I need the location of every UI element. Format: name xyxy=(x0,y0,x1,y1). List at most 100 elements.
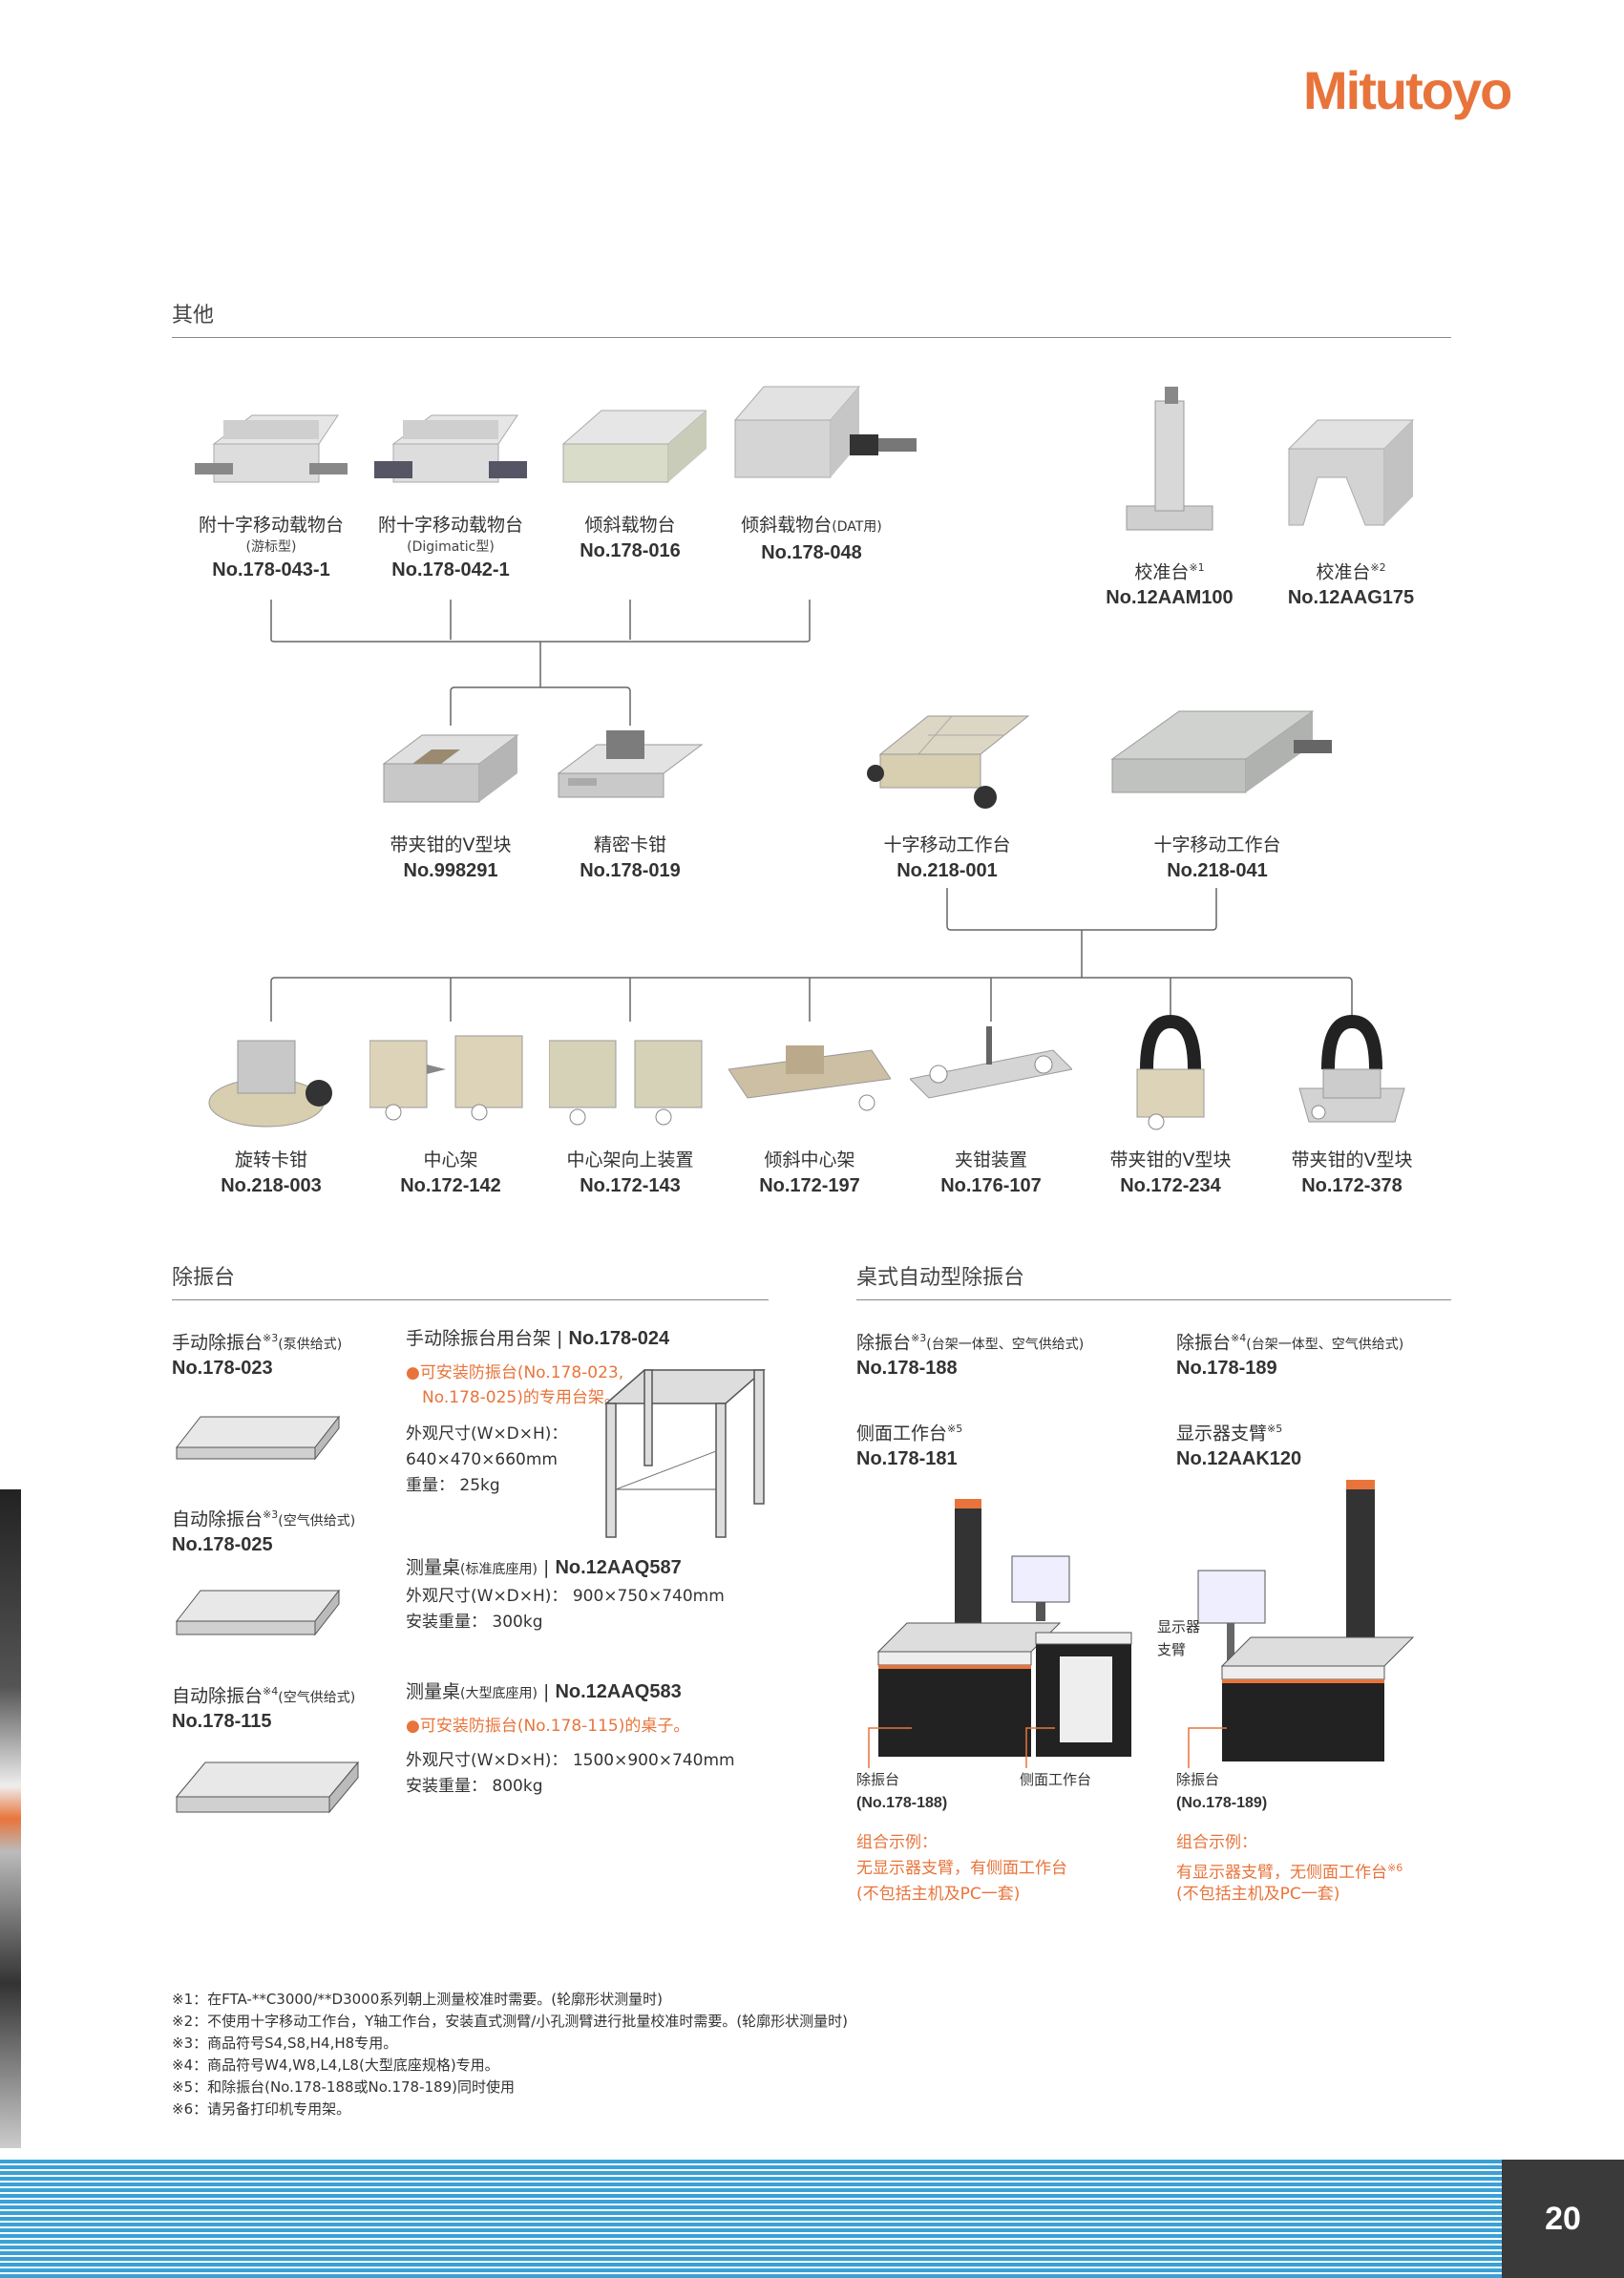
stand-frame-icon xyxy=(604,1369,766,1538)
stand-note-1: ●可安装防振台(No.178-023, xyxy=(406,1363,624,1382)
product-v-block-clamp-234: 带夹钳的V型块 No.172-234 xyxy=(1085,1012,1256,1199)
tilt-stage-dat-icon xyxy=(733,386,917,478)
product-name: 倾斜载物台 xyxy=(584,515,676,536)
callout-lines-right xyxy=(1188,1727,1227,1768)
label-note: (大型底座用) xyxy=(460,1686,538,1701)
footnote-mark: ※5 xyxy=(947,1423,963,1435)
product-sub-inline: (DAT用) xyxy=(832,519,882,535)
product-xy-stage-digimatic: 附十字移动载物台 (Digimatic型) No.178-042-1 xyxy=(365,377,537,583)
xy-table-icon xyxy=(867,715,1030,809)
right-example-2: 有显示器支臂，无侧面工作台※6 xyxy=(1176,1857,1403,1885)
left-example-3: (不包括主机及PC一套) xyxy=(856,1885,1021,1904)
product-no: No.12AAG175 xyxy=(1287,587,1415,609)
label-note: (标准底座用) xyxy=(460,1562,538,1577)
product-calibration-stand-1: 校准台※1 No.12AAM100 xyxy=(1088,382,1251,611)
product-name: 中心架 xyxy=(423,1150,478,1171)
footnote-mark: ※1 xyxy=(1189,561,1205,574)
damper-plate-icon xyxy=(175,1589,341,1636)
callout-damper-right: 除振台 xyxy=(1176,1771,1220,1788)
tilt-stage-icon xyxy=(561,410,708,483)
tilt-center-icon xyxy=(728,1045,892,1111)
footnote-mark: ※4 xyxy=(263,1685,279,1698)
product-no: No.998291 xyxy=(403,860,498,881)
label-text: 自动除振台 xyxy=(172,1685,264,1707)
right-example-3: (不包括主机及PC一套) xyxy=(1176,1885,1340,1904)
footnote-mark: ※3 xyxy=(263,1508,279,1521)
table-large-no: No.12AAQ583 xyxy=(555,1681,682,1702)
product-no: No.178-016 xyxy=(580,540,681,561)
section-rule-other xyxy=(172,337,1451,338)
section-title-other: 其他 xyxy=(172,304,215,327)
product-name: 校准台※2 xyxy=(1270,556,1432,584)
example-text: 有显示器支臂，无侧面工作台 xyxy=(1176,1863,1387,1883)
auto-damper-no-2: No.178-115 xyxy=(172,1711,272,1732)
product-sub: (Digimatic型) xyxy=(407,539,495,555)
product-tilt-center: 倾斜中心架 No.172-197 xyxy=(724,1022,896,1199)
side-decoration xyxy=(0,1489,21,2148)
product-name: 附十字移动载物台 xyxy=(377,515,523,536)
footnote-mark: ※3 xyxy=(263,1332,279,1344)
auto-damper-label-1: 自动除振台※3(空气供给式) xyxy=(172,1504,355,1532)
damper-189-label: 除振台※4(台架一体型、空气供给式) xyxy=(1176,1327,1403,1356)
footnote-mark: ※4 xyxy=(1231,1332,1247,1344)
section-rule-auto xyxy=(856,1299,1451,1300)
product-v-block-clamp-378: 带夹钳的V型块 No.172-378 xyxy=(1266,1012,1438,1199)
product-rotary-vise: 旋转卡钳 No.218-003 xyxy=(185,1022,357,1199)
callout-lines-left xyxy=(868,1727,1055,1768)
product-name: 旋转卡钳 xyxy=(234,1150,307,1171)
label-text: 手动除振台用台架 xyxy=(406,1328,552,1349)
callout-monitor-arm-1: 显示器 xyxy=(1157,1618,1201,1635)
label-text: 测量桌 xyxy=(406,1557,461,1578)
product-name-text: 校准台 xyxy=(1134,561,1190,583)
product-no: No.176-107 xyxy=(940,1175,1042,1196)
product-name: 带夹钳的V型块 xyxy=(1109,1150,1232,1171)
center-support-icon xyxy=(369,1035,523,1121)
product-xy-stage-vernier: 附十字移动载物台 (游标型) No.178-043-1 xyxy=(185,377,357,583)
stand-note-2: No.178-025)的专用台架。 xyxy=(422,1388,621,1407)
product-no: No.172-142 xyxy=(400,1175,501,1196)
damper-189-no: No.178-189 xyxy=(1176,1358,1277,1379)
footnote-mark: ※2 xyxy=(1370,561,1386,574)
precision-vise-icon xyxy=(557,730,704,798)
label-note: (泵供给式) xyxy=(278,1337,343,1353)
product-v-block-998291: 带夹钳的V型块 No.998291 xyxy=(365,716,537,884)
xy-stage-icon xyxy=(195,414,348,483)
stand-no: No.178-024 xyxy=(568,1328,670,1349)
product-tilt-stage: 倾斜载物台 No.178-016 xyxy=(544,377,716,564)
damper-plate-icon xyxy=(175,1415,341,1461)
product-no: No.178-019 xyxy=(580,860,681,881)
v-block-clamp-icon xyxy=(1136,1014,1205,1130)
product-no: No.12AAM100 xyxy=(1106,587,1234,609)
stand-weight: 重量： 25kg xyxy=(406,1476,500,1495)
v-block-icon xyxy=(382,734,519,803)
callout-side-table: 侧面工作台 xyxy=(1020,1771,1092,1788)
product-center-support: 中心架 No.172-142 xyxy=(365,1022,537,1199)
product-name-text: 校准台 xyxy=(1316,561,1371,583)
label-text: 自动除振台 xyxy=(172,1508,264,1530)
side-table-no: No.178-181 xyxy=(856,1448,958,1469)
label-note: (空气供给式) xyxy=(278,1690,356,1706)
page-number: 20 xyxy=(1502,2160,1624,2278)
product-no: No.218-041 xyxy=(1167,860,1268,881)
auto-damper-no-1: No.178-025 xyxy=(172,1534,273,1555)
left-example-2: 无显示器支臂，有侧面工作台 xyxy=(856,1859,1067,1878)
monitor-arm-no: No.12AAK120 xyxy=(1176,1448,1302,1469)
product-name: 中心架向上装置 xyxy=(566,1150,694,1171)
section-title-damper: 除振台 xyxy=(172,1266,236,1290)
side-table-label: 侧面工作台※5 xyxy=(856,1418,962,1445)
manual-damper-label: 手动除振台※3(泵供给式) xyxy=(172,1327,342,1356)
product-xy-table-218-041: 十字移动工作台 No.218-041 xyxy=(1098,702,1337,884)
product-name: 倾斜中心架 xyxy=(764,1150,855,1171)
manual-damper-no: No.178-023 xyxy=(172,1358,273,1379)
table-std-no: No.12AAQ587 xyxy=(555,1557,682,1578)
label-note: (台架一体型、空气供给式) xyxy=(926,1337,1085,1353)
table-large-label: 测量桌(大型底座用) | No.12AAQ583 xyxy=(406,1681,682,1702)
v-block-clamp-large-icon xyxy=(1298,1014,1405,1123)
monitor-arm-label: 显示器支臂※5 xyxy=(1176,1418,1282,1445)
stand-dim: 640×470×660mm xyxy=(406,1450,558,1469)
footnote-2: ※2：不使用十字移动工作台，Y轴工作台，安装直式测臂/小孔测臂进行批量校准时需要… xyxy=(172,2013,849,2030)
product-no: No.218-001 xyxy=(896,860,998,881)
damper-plate-large-icon xyxy=(175,1761,360,1814)
table-std-dim: 外观尺寸(W×D×H)： 900×750×740mm xyxy=(406,1587,725,1606)
machine-with-monitor-arm-icon xyxy=(1197,1480,1415,1761)
